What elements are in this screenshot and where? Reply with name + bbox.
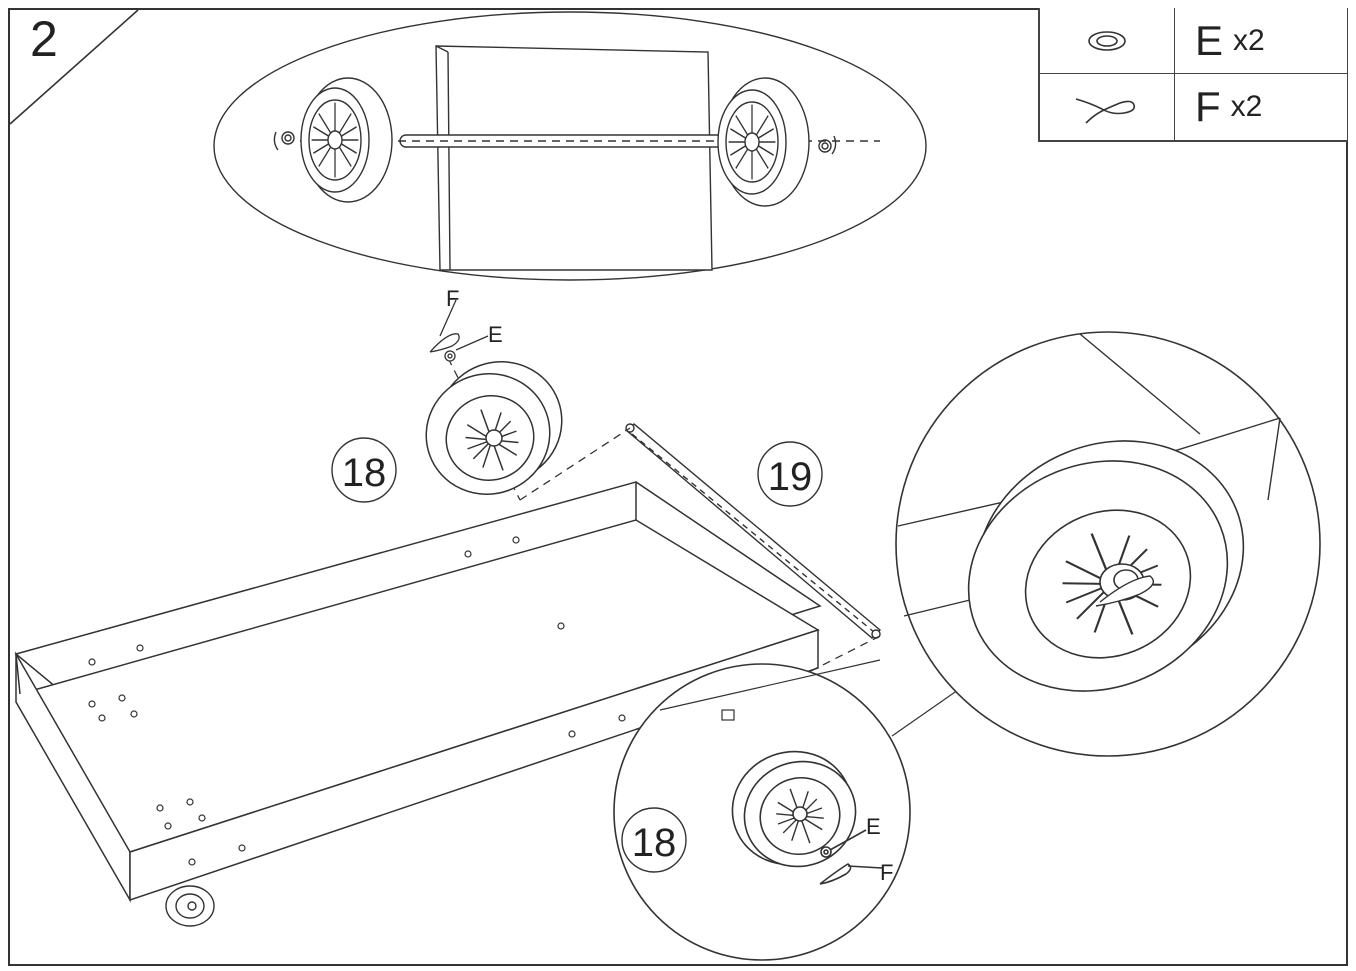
part-qty: x2 — [1233, 23, 1265, 57]
top-detail-view — [213, 11, 927, 281]
parts-row-2-icon-cell — [1040, 74, 1175, 140]
callout-18-bottom: 18 — [621, 807, 687, 873]
callout-19-text: 19 — [768, 455, 813, 499]
frame-holes — [88, 536, 626, 866]
cotter-pin-icon — [1075, 98, 1136, 124]
label-e-bottom: E — [866, 814, 881, 839]
bottom-detail-view — [613, 659, 911, 961]
wheel-part-18-top — [425, 361, 563, 495]
callout-18-bottom-text: 18 — [632, 821, 677, 865]
part-qty: x2 — [1230, 90, 1263, 123]
part-letter: F — [1195, 83, 1221, 130]
parts-row-1-label: E x2 — [1175, 8, 1348, 74]
step-corner-line — [9, 9, 139, 125]
bed-frame — [14, 481, 822, 903]
right-detail-view — [891, 331, 1321, 757]
pin-washer-top — [429, 299, 489, 362]
washer-icon — [1088, 30, 1126, 51]
parts-row-1-icon-cell — [1040, 8, 1175, 74]
label-e-top: E — [488, 322, 503, 347]
parts-table: E x2 F x2 — [1038, 8, 1348, 142]
part-letter: E — [1195, 16, 1224, 64]
caster-wheel — [165, 885, 215, 927]
label-f-bottom: F — [880, 860, 893, 885]
step-number: 2 — [30, 11, 58, 67]
label-f-top: F — [446, 286, 459, 311]
callout-18-top: 18 — [331, 437, 397, 503]
callout-18-top-text: 18 — [342, 451, 387, 495]
parts-row-2-label: F x2 — [1175, 74, 1348, 140]
callout-19: 19 — [757, 441, 823, 507]
